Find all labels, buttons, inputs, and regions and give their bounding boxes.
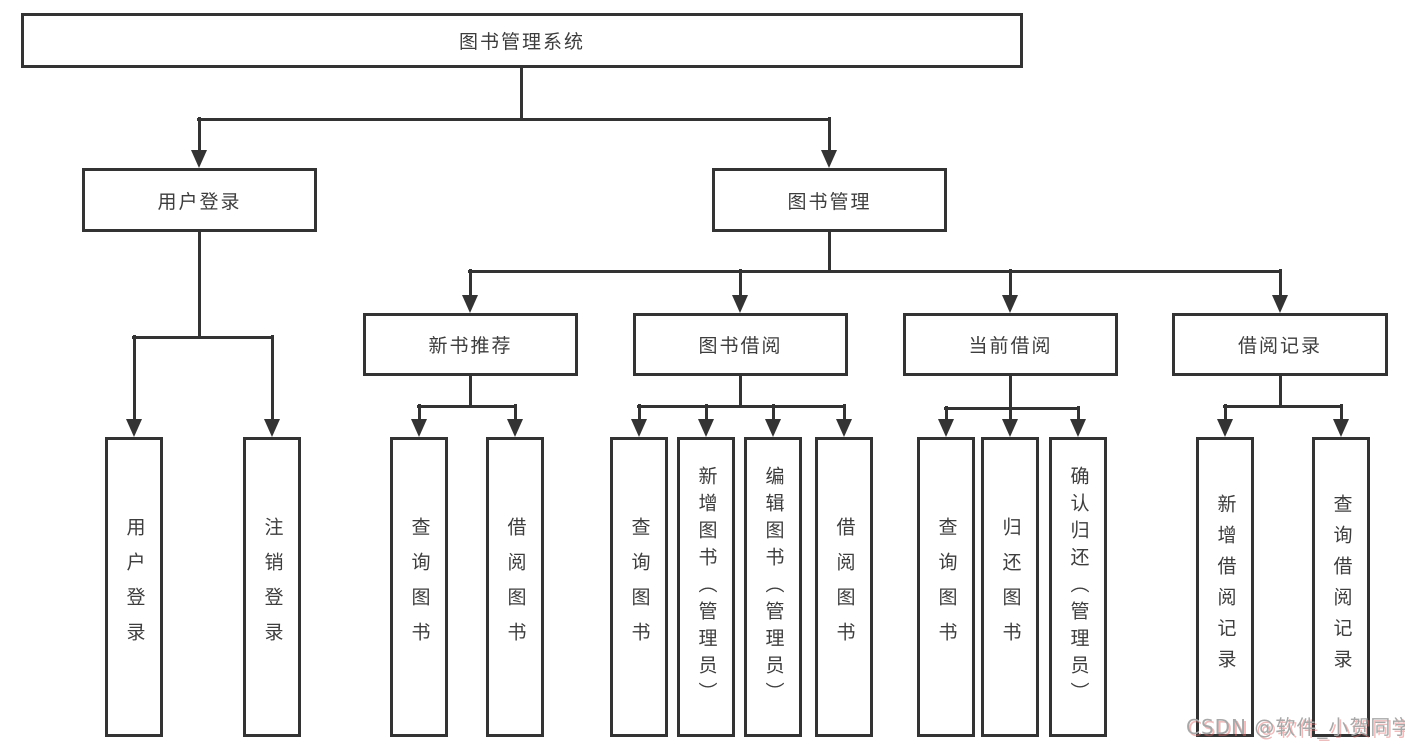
- connector-line: [133, 335, 136, 423]
- connector-line: [468, 270, 1282, 273]
- connector-line: [944, 407, 1080, 410]
- arrowhead-icon: [1002, 295, 1018, 313]
- arrowhead-icon: [732, 295, 748, 313]
- arrowhead-icon: [1272, 295, 1288, 313]
- arrowhead-icon: [462, 295, 478, 313]
- leaf-return-books-label: 归还图书: [999, 517, 1022, 657]
- connector-line: [945, 406, 948, 423]
- node-current-borrowing-label: 当前借阅: [968, 335, 1053, 357]
- connector-line: [1340, 404, 1343, 423]
- arrowhead-icon: [1333, 419, 1349, 437]
- connector-line: [1279, 269, 1282, 299]
- node-borrowing-records-label: 借阅记录: [1237, 335, 1322, 357]
- arrowhead-icon: [821, 150, 837, 168]
- node-book-management-label: 图书管理: [787, 190, 872, 213]
- arrowhead-icon: [765, 419, 781, 437]
- node-current-borrowing: 当前借阅: [903, 313, 1118, 376]
- leaf-borrow-books-recommend-label: 借阅图书: [504, 517, 527, 657]
- leaf-query-borrow-record-label: 查询借阅记录: [1330, 494, 1353, 680]
- connector-line: [739, 375, 742, 407]
- arrowhead-icon: [1217, 419, 1233, 437]
- leaf-logout: 注销登录: [243, 437, 301, 737]
- node-new-book-recommend: 新书推荐: [363, 313, 578, 376]
- node-library-system: 图书管理系统: [21, 13, 1023, 68]
- node-library-system-label: 图书管理系统: [458, 31, 585, 53]
- connector-line: [1279, 375, 1282, 407]
- connector-line: [417, 405, 517, 408]
- leaf-confirm-return-admin: 确认归还（管理员）: [1049, 437, 1107, 737]
- connector-line: [469, 375, 472, 407]
- arrowhead-icon: [191, 150, 207, 168]
- connector-line: [1009, 406, 1012, 423]
- connector-line: [198, 117, 201, 154]
- connector-line: [637, 405, 846, 408]
- leaf-edit-book-admin: 编辑图书（管理员）: [744, 437, 802, 737]
- connector-line: [828, 231, 831, 273]
- connector-line: [638, 404, 641, 423]
- connector-line: [132, 336, 274, 339]
- leaf-logout-label: 注销登录: [261, 517, 284, 657]
- leaf-borrow-books-recommend: 借阅图书: [486, 437, 544, 737]
- node-user-login: 用户登录: [82, 168, 317, 232]
- watermark: CSDN @软件_小贺同学: [1186, 715, 1405, 739]
- leaf-return-books: 归还图书: [981, 437, 1039, 737]
- connector-line: [514, 404, 517, 423]
- arrowhead-icon: [264, 419, 280, 437]
- connector-line: [1224, 404, 1227, 423]
- connector-line: [197, 118, 831, 121]
- leaf-query-books-recommend-label: 查询图书: [408, 517, 431, 657]
- arrowhead-icon: [698, 419, 714, 437]
- arrowhead-icon: [938, 419, 954, 437]
- arrowhead-icon: [1002, 419, 1018, 437]
- connector-line: [1009, 269, 1012, 299]
- leaf-query-books-current-label: 查询图书: [935, 517, 958, 657]
- connector-line: [843, 404, 846, 423]
- leaf-borrow-books-borrowing-label: 借阅图书: [833, 517, 856, 657]
- leaf-query-books-recommend: 查询图书: [390, 437, 448, 737]
- leaf-user-login: 用户登录: [105, 437, 163, 737]
- leaf-query-books-borrowing: 查询图书: [610, 437, 668, 737]
- leaf-query-borrow-record: 查询借阅记录: [1312, 437, 1370, 737]
- node-book-borrowing: 图书借阅: [633, 313, 848, 376]
- connector-line: [828, 117, 831, 154]
- leaf-add-borrow-record: 新增借阅记录: [1196, 437, 1254, 737]
- leaf-add-borrow-record-label: 新增借阅记录: [1214, 494, 1237, 680]
- arrowhead-icon: [631, 419, 647, 437]
- node-new-book-recommend-label: 新书推荐: [428, 335, 513, 357]
- node-borrowing-records: 借阅记录: [1172, 313, 1388, 376]
- connector-line: [1009, 375, 1012, 410]
- node-user-login-label: 用户登录: [157, 190, 242, 213]
- arrowhead-icon: [126, 419, 142, 437]
- arrowhead-icon: [836, 419, 852, 437]
- arrowhead-icon: [507, 419, 523, 437]
- connector-line: [198, 231, 201, 339]
- leaf-user-login-label: 用户登录: [123, 517, 146, 657]
- leaf-edit-book-admin-label: 编辑图书（管理员）: [762, 465, 785, 709]
- leaf-query-books-borrowing-label: 查询图书: [628, 517, 651, 657]
- leaf-confirm-return-admin-label: 确认归还（管理员）: [1067, 465, 1090, 709]
- connector-line: [469, 269, 472, 299]
- connector-line: [705, 404, 708, 423]
- connector-line: [772, 404, 775, 423]
- leaf-add-book-admin-label: 新增图书（管理员）: [695, 465, 718, 709]
- leaf-add-book-admin: 新增图书（管理员）: [677, 437, 735, 737]
- leaf-borrow-books-borrowing: 借阅图书: [815, 437, 873, 737]
- arrowhead-icon: [411, 419, 427, 437]
- arrowhead-icon: [1070, 419, 1086, 437]
- node-book-management: 图书管理: [712, 168, 947, 232]
- connector-line: [271, 335, 274, 423]
- connector-line: [520, 66, 523, 121]
- connector-line: [418, 404, 421, 423]
- connector-line: [1077, 406, 1080, 423]
- leaf-query-books-current: 查询图书: [917, 437, 975, 737]
- node-book-borrowing-label: 图书借阅: [698, 335, 783, 357]
- connector-line: [739, 269, 742, 299]
- connector-line: [1223, 405, 1343, 408]
